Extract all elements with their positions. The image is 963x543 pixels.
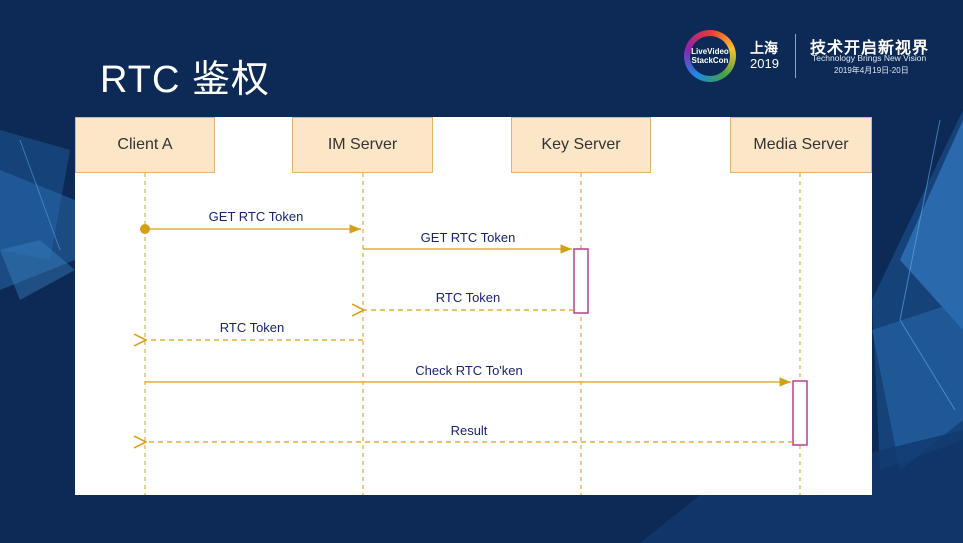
- logo-year: 2019: [750, 56, 779, 71]
- conference-logo: LiveVideo StackCon: [684, 30, 736, 82]
- logo-city: 上海: [750, 40, 778, 56]
- logo-badge-line2: StackCon: [691, 56, 729, 65]
- logo-slogan: 技术开启新视界: [810, 40, 930, 57]
- activation-key-server: [573, 248, 589, 314]
- message-label-5: Check RTC To'ken: [415, 363, 523, 378]
- participant-im-server: IM Server: [292, 117, 433, 173]
- logo-subtitle: Technology Brings New Vision: [812, 53, 927, 63]
- logo-divider: [795, 34, 796, 78]
- participant-media-server: Media Server: [730, 117, 872, 173]
- participant-client-a: Client A: [75, 117, 215, 173]
- message-label-2: GET RTC Token: [420, 230, 516, 245]
- message-label-6: Result: [450, 423, 488, 438]
- activation-media-server: [792, 380, 808, 446]
- page-title: RTC 鉴权: [100, 59, 270, 101]
- logo-date: 2019年4月19日-20日: [834, 66, 909, 75]
- message-label-4: RTC Token: [219, 320, 285, 335]
- message-label-3: RTC Token: [435, 290, 501, 305]
- sequence-diagram: Client A IM Server Key Server Media Serv…: [75, 117, 872, 495]
- participant-key-server: Key Server: [511, 117, 651, 173]
- diagram-lines: [75, 173, 808, 495]
- message-label-1: GET RTC Token: [208, 209, 304, 224]
- logo-badge-line1: LiveVideo: [691, 47, 729, 56]
